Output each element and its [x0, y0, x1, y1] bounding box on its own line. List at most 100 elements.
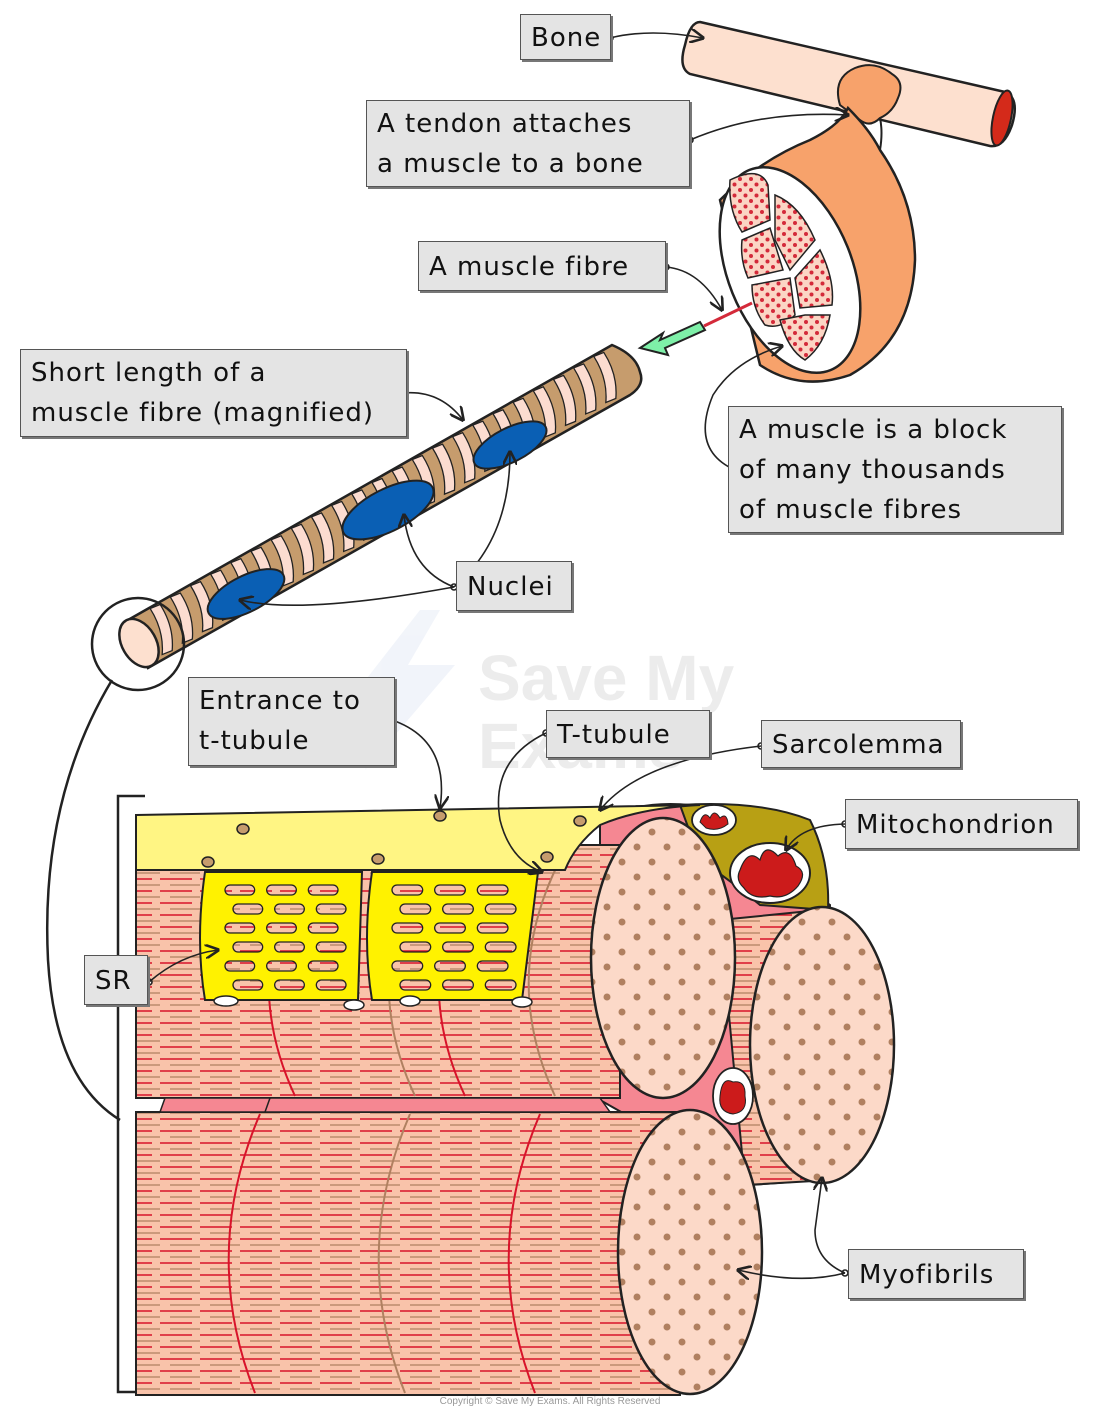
fibre-band — [532, 386, 557, 438]
label-bone: Bone — [520, 14, 611, 60]
sr-hole — [307, 884, 339, 896]
label-tendon-line1: A tendon attaches — [377, 109, 633, 139]
striation-line — [507, 1113, 541, 1394]
label-entrance-line2: t-tubule — [199, 726, 310, 756]
label-tendon-line2: a muscle to a bone — [377, 149, 644, 179]
sr-hole — [266, 922, 297, 934]
sr-hole — [307, 960, 339, 972]
fibre-band — [552, 374, 577, 427]
sr-hole — [399, 903, 432, 915]
sr-hole — [476, 922, 509, 934]
label-t-tubule-text: T-tubule — [557, 720, 671, 750]
sr-hole — [391, 884, 424, 896]
striation-line — [227, 1113, 261, 1394]
fibre-band — [572, 363, 597, 415]
label-sr-text: SR — [95, 966, 132, 996]
copyright-notice: Copyright © Save My Exams. All Rights Re… — [439, 1396, 661, 1407]
sr-hole — [399, 979, 432, 991]
label-tendon: A tendon attaches a muscle to a bone — [366, 100, 690, 187]
fibre-band — [169, 592, 194, 645]
label-muscle-fibre-text: A muscle fibre — [429, 252, 630, 282]
sr-hole — [315, 903, 347, 915]
sr-hole — [232, 941, 264, 953]
striation-line — [527, 859, 561, 1097]
magnify-connector-line — [45, 679, 121, 1122]
label-sr: SR — [84, 955, 148, 1005]
muscle-cross-section — [729, 172, 834, 361]
magnify-circle — [90, 596, 186, 692]
label-entrance-line1: Entrance to — [199, 686, 361, 716]
myofibril-bracket — [116, 794, 145, 1394]
label-entrance-t-tubule: Entrance to t-tubule — [188, 677, 395, 766]
sr-hole — [484, 941, 517, 953]
whole-muscle-illustration — [703, 64, 917, 383]
label-mitochondrion: Mitochondrion — [845, 799, 1078, 849]
sarcoplasmic-reticulum — [199, 871, 540, 1011]
mitochondrion-2 — [729, 842, 811, 904]
sr-hole — [434, 960, 466, 972]
sr-hole — [274, 941, 305, 953]
label-t-tubule: T-tubule — [546, 710, 710, 758]
label-nuclei-text: Nuclei — [467, 572, 554, 602]
label-short-length: Short length of a muscle fibre (magnifie… — [20, 349, 407, 437]
sr-hole — [224, 922, 256, 934]
sr-hole — [315, 979, 347, 991]
label-myofibrils: Myofibrils — [848, 1249, 1024, 1299]
label-muscle-block-line1: A muscle is a block — [739, 415, 1008, 445]
sr-hole — [224, 960, 256, 972]
label-sarcolemma-text: Sarcolemma — [772, 730, 945, 760]
sr-hole — [266, 884, 297, 896]
myofibril-end-lower — [616, 1108, 764, 1396]
sr-hole — [484, 979, 517, 991]
myofibril-structure — [135, 803, 896, 1396]
label-muscle-block: A muscle is a block of many thousands of… — [728, 406, 1062, 533]
sr-hole — [434, 922, 466, 934]
sr-hole — [434, 884, 466, 896]
sr-hole — [391, 960, 424, 972]
label-nuclei: Nuclei — [456, 561, 572, 611]
mitochondrion-1 — [691, 804, 737, 836]
label-bone-text: Bone — [531, 23, 602, 53]
magnify-arrow-icon — [637, 320, 707, 357]
fibre-band — [189, 580, 214, 633]
sr-hole — [224, 884, 256, 896]
magnified-fibre-illustration — [118, 343, 643, 670]
sr-hole — [476, 960, 509, 972]
sr-hole — [307, 922, 339, 934]
myofibril-end-upper — [589, 816, 737, 1100]
fibre-band — [310, 512, 335, 564]
sr-hole — [476, 884, 509, 896]
label-short-length-line2: muscle fibre (magnified) — [31, 398, 375, 428]
label-muscle-block-line3: of muscle fibres — [739, 495, 962, 525]
fibre-band — [270, 534, 295, 587]
sr-hole — [266, 960, 297, 972]
nucleus-2 — [341, 479, 435, 541]
fibre-band — [592, 351, 617, 404]
sr-hole — [315, 941, 347, 953]
sr-hole — [274, 979, 305, 991]
label-muscle-block-line2: of many thousands — [739, 455, 1006, 485]
fibre-band — [149, 603, 174, 656]
fibre-band — [431, 443, 456, 496]
sr-hole — [232, 903, 264, 915]
sr-hole — [442, 979, 474, 991]
myofibril-end-right — [748, 905, 896, 1185]
sr-hole — [442, 903, 474, 915]
fibre-band — [451, 431, 476, 484]
watermark-bolt-icon — [350, 610, 455, 770]
sr-hole — [391, 922, 424, 934]
sr-hole — [232, 979, 264, 991]
sr-hole — [399, 941, 432, 953]
fibre-band — [290, 523, 315, 576]
label-sarcolemma: Sarcolemma — [761, 720, 961, 768]
sr-hole — [484, 903, 517, 915]
label-mitochondrion-text: Mitochondrion — [856, 810, 1055, 840]
sr-hole — [442, 941, 474, 953]
striation-line — [377, 1113, 411, 1394]
label-short-length-line1: Short length of a — [31, 358, 267, 388]
nucleus-3 — [472, 420, 548, 470]
sr-hole — [274, 903, 305, 915]
mitochondrion-3 — [712, 1067, 754, 1125]
label-myofibrils-text: Myofibrils — [859, 1260, 995, 1290]
